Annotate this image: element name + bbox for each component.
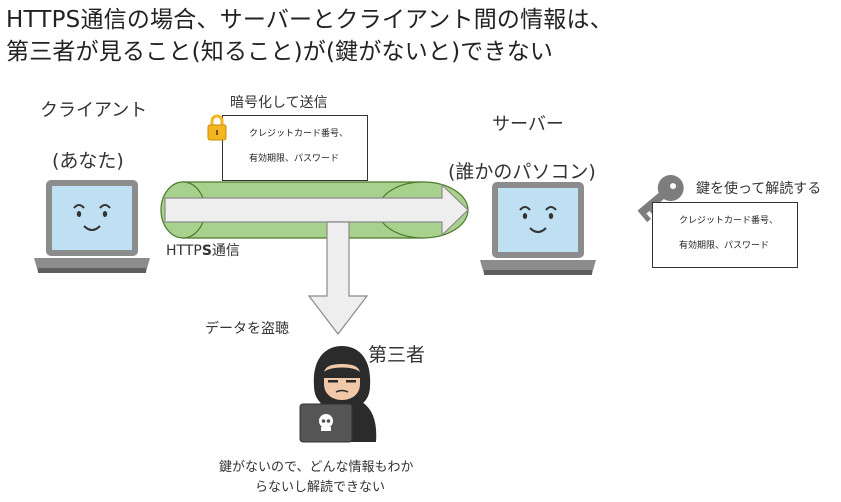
title-line-1: HTTPS通信の場合、サーバーとクライアント間の情報は、 — [6, 7, 613, 33]
client-laptop-icon — [34, 180, 150, 273]
decrypted-data-box: クレジットカード番号、 有効期限、パスワード — [652, 202, 798, 268]
intercept-arrow — [307, 221, 369, 335]
decrypted-data-line-2: 有効期限、パスワード — [679, 241, 770, 251]
encrypted-data-line-2: 有効期限、パスワード — [249, 154, 340, 164]
server-label: サーバー — [492, 114, 564, 135]
transmit-arrow — [164, 183, 469, 237]
conclusion-line-2: らないし解読できない — [255, 480, 386, 495]
client-label: クライアント — [40, 100, 148, 121]
encrypted-data-box: クレジットカード番号、 有効期限、パスワード — [222, 115, 368, 181]
hacker-icon — [299, 346, 377, 443]
https-label-bold: S — [201, 243, 212, 259]
title-line-2: 第三者が見ること(知ること)が(鍵がないと)できない — [6, 39, 554, 65]
decrypt-label: 鍵を使って解読する — [696, 181, 822, 197]
server-laptop-icon — [480, 182, 596, 275]
https-label: HTTPS通信 — [166, 240, 240, 260]
client-sub-label: (あなた) — [52, 150, 124, 172]
encrypt-label: 暗号化して送信 — [230, 95, 328, 111]
https-label-prefix: HTTP — [166, 243, 202, 259]
encrypted-data-line-1: クレジットカード番号、 — [249, 129, 349, 139]
intercept-label: データを盗聴 — [205, 321, 289, 337]
conclusion-line-1: 鍵がないので、どんな情報もわか — [219, 460, 414, 475]
third-party-label: 第三者 — [368, 344, 426, 366]
https-label-suffix: 通信 — [211, 243, 240, 259]
lock-icon — [207, 114, 227, 141]
decrypted-data-line-1: クレジットカード番号、 — [679, 216, 779, 226]
server-sub-label: (誰かのパソコン) — [448, 161, 596, 183]
